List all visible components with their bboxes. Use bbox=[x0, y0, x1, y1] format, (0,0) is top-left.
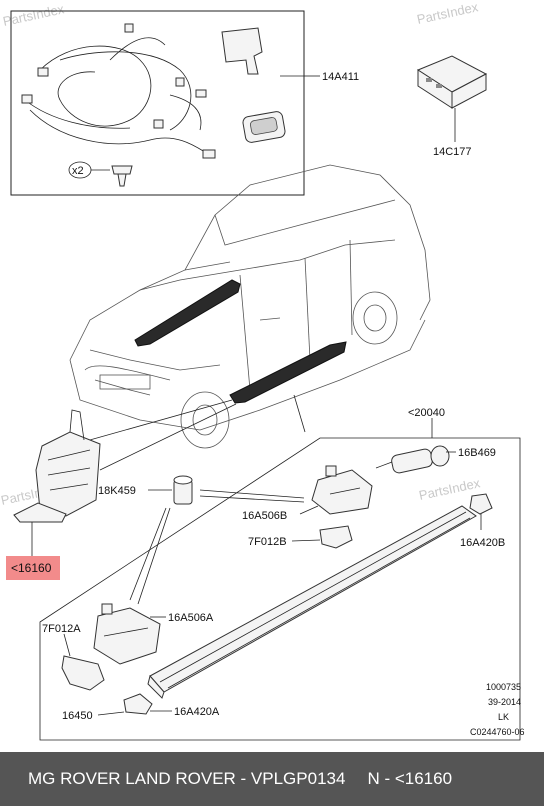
parts-diagram: PartsIndex PartsIndex PartsIndex PartsIn… bbox=[0, 0, 525, 741]
endcap-16A420B[interactable] bbox=[469, 493, 493, 515]
kit-box bbox=[10, 10, 305, 196]
label-14A411[interactable]: 14A411 bbox=[322, 71, 359, 83]
wiring-harness[interactable] bbox=[21, 23, 216, 159]
label-16B469[interactable]: 16B469 bbox=[458, 447, 496, 459]
footer-bar: MG ROVER LAND ROVER - VPLGP0134 N - <161… bbox=[0, 752, 544, 806]
template-card[interactable] bbox=[221, 27, 263, 75]
running-board-16450[interactable] bbox=[147, 505, 477, 699]
bushing-18K459[interactable] bbox=[173, 475, 193, 505]
step-far-side[interactable] bbox=[134, 279, 241, 347]
footer-model: MG ROVER LAND ROVER - VPLGP0134 bbox=[28, 769, 346, 788]
clip-fastener[interactable] bbox=[111, 165, 133, 187]
control-module[interactable] bbox=[416, 55, 488, 109]
cover-7F012B[interactable] bbox=[319, 525, 353, 549]
label-16A506B[interactable]: 16A506B bbox=[242, 510, 287, 522]
info-line-4: C0244760-06 bbox=[470, 727, 525, 737]
bracket-16A506A[interactable] bbox=[93, 603, 161, 665]
label-18K459[interactable]: 18K459 bbox=[98, 485, 136, 497]
assembly-frame bbox=[39, 437, 521, 741]
info-line-2: 39-2014 bbox=[488, 697, 521, 707]
info-line-3: LK bbox=[498, 712, 509, 722]
label-16160[interactable]: <16160 bbox=[11, 561, 52, 575]
watermark-top-right: PartsIndex bbox=[416, 0, 480, 27]
label-16A420A[interactable]: 16A420A bbox=[174, 706, 220, 718]
cover-7F012A[interactable] bbox=[61, 655, 105, 691]
step-near-side[interactable] bbox=[229, 341, 347, 404]
label-16A420B[interactable]: 16A420B bbox=[460, 537, 505, 549]
label-qty: x2 bbox=[72, 165, 84, 177]
vehicle-outline bbox=[69, 164, 431, 449]
label-7F012B[interactable]: 7F012B bbox=[248, 536, 287, 548]
label-16A506A[interactable]: 16A506A bbox=[168, 612, 214, 624]
motor-16B469[interactable] bbox=[375, 445, 450, 474]
footer-part-number: N - <16160 bbox=[367, 769, 453, 788]
label-14C177[interactable]: 14C177 bbox=[433, 146, 472, 158]
highlight-box bbox=[6, 556, 60, 580]
bracket-16A506B[interactable] bbox=[311, 465, 373, 515]
info-line-1: 1000735 bbox=[486, 682, 521, 692]
label-20040[interactable]: <20040 bbox=[408, 407, 445, 419]
label-7F012A[interactable]: 7F012A bbox=[42, 623, 81, 635]
endcap-16A420A[interactable] bbox=[123, 693, 153, 715]
bracket-16160[interactable] bbox=[13, 409, 101, 523]
lamp-lens[interactable] bbox=[242, 111, 286, 144]
label-16450[interactable]: 16450 bbox=[62, 710, 93, 722]
